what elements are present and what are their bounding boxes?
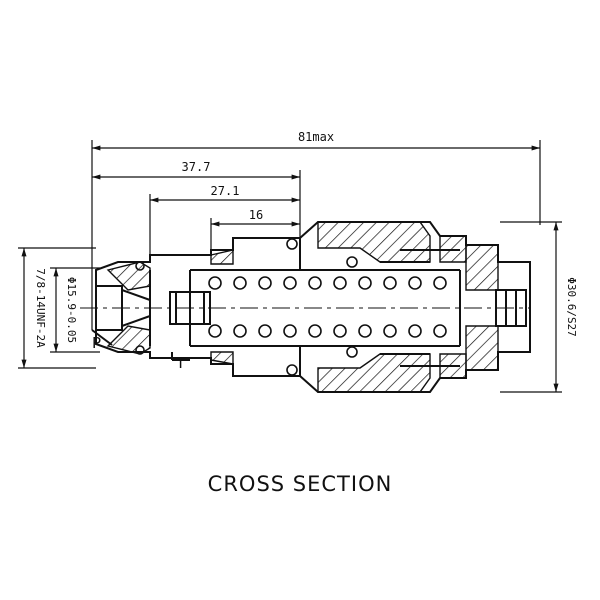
port-pressure-label: P <box>92 334 101 352</box>
dim-length-b: 27.1 <box>211 184 240 198</box>
dimension-lines <box>18 140 562 393</box>
spring <box>208 276 447 338</box>
dim-length-a: 37.7 <box>182 160 211 174</box>
port-tank-label: T <box>175 354 186 372</box>
drawing-caption: CROSS SECTION <box>207 472 393 496</box>
dim-overall-length: 81max <box>298 130 334 144</box>
o-rings <box>135 238 358 376</box>
dim-nose-diameter: Φ15.9-0.05 <box>65 277 78 343</box>
dim-body-diameter: Φ30.6/S27 <box>565 277 578 337</box>
hatched-sections <box>106 221 499 393</box>
dim-thread: 7/8-14UNF-2A <box>34 268 47 348</box>
dim-length-c: 16 <box>249 208 263 222</box>
